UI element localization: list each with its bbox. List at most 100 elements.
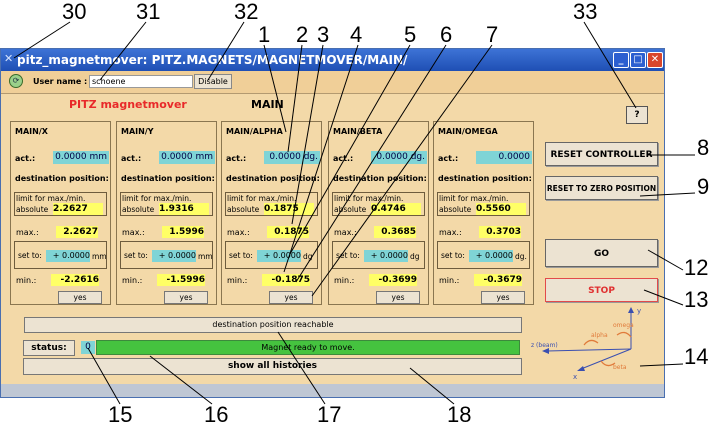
min-label: min.: — [334, 276, 355, 285]
set-to-unit: mm — [198, 252, 213, 261]
panel-title: MAIN/OMEGA — [438, 127, 498, 136]
yes-button[interactable]: yes — [376, 291, 420, 304]
yes-button[interactable]: yes — [481, 291, 525, 304]
axis-label-x: x — [573, 373, 577, 381]
window-title: pitz_magnetmover: PITZ.MAGNETS/MAGNETMOV… — [17, 53, 408, 67]
set-to-input[interactable]: + 0.0000 — [469, 250, 513, 262]
omega-rotation-icon — [616, 331, 632, 338]
user-bar: ⟳ User name : schoene Disable — [1, 71, 664, 94]
close-button[interactable]: ✕ — [647, 52, 663, 68]
absolute-limit-value[interactable]: 1.9316 — [159, 203, 209, 215]
window-bottom-strip — [1, 384, 664, 397]
limit-label: limit for max./min. — [16, 194, 86, 203]
axis-label-alpha: alpha — [591, 332, 608, 339]
callout-30: 30 — [62, 0, 87, 24]
actual-label: act.: — [438, 154, 459, 163]
limit-box: limit for max./min. absolute 2.2627 — [14, 192, 107, 216]
callout-17: 17 — [317, 402, 342, 427]
callout-18: 18 — [447, 402, 472, 427]
min-value: -0.3679 — [474, 274, 522, 286]
min-label: min.: — [439, 276, 460, 285]
limit-label: limit for max./min. — [439, 194, 509, 203]
main-title: MAIN — [251, 98, 284, 111]
set-to-unit: mm — [92, 252, 107, 261]
absolute-limit-value[interactable]: 2.2627 — [53, 203, 103, 215]
destination-reachable-indicator: destination position reachable — [24, 317, 522, 333]
yes-button[interactable]: yes — [164, 291, 208, 304]
absolute-limit-value[interactable]: 0.4746 — [371, 203, 421, 215]
maximize-button[interactable]: □ — [630, 52, 646, 68]
max-label: max.: — [439, 228, 462, 237]
go-button[interactable]: GO — [545, 239, 658, 267]
magnetmover-window: ✕ pitz_magnetmover: PITZ.MAGNETS/MAGNETM… — [0, 48, 665, 398]
actual-value: 0.0000 dg. — [264, 151, 320, 164]
set-to-unit: dg — [303, 252, 313, 261]
yes-button[interactable]: yes — [58, 291, 102, 304]
max-value: 2.2627 — [56, 226, 98, 238]
set-to-input[interactable]: + 0.0000 — [364, 250, 408, 262]
set-to-label: set to: — [229, 251, 253, 260]
reset-zero-button[interactable]: RESET TO ZERO POSITION — [545, 176, 658, 200]
callout-1: 1 — [258, 22, 271, 47]
max-value: 0.3685 — [374, 226, 416, 238]
z-axis-arrow — [542, 348, 549, 354]
max-label: max.: — [334, 228, 357, 237]
show-all-histories-button[interactable]: show all histories — [23, 358, 522, 375]
max-value: 1.5996 — [162, 226, 204, 238]
callout-8: 8 — [697, 135, 710, 160]
axis-label-y: y — [637, 307, 641, 315]
min-label: min.: — [122, 276, 143, 285]
min-value: -0.3699 — [369, 274, 417, 286]
absolute-label: absolute — [227, 205, 260, 214]
refresh-icon[interactable]: ⟳ — [9, 74, 23, 88]
beta-rotation-icon — [600, 360, 616, 367]
destination-label: destination position: — [226, 174, 320, 183]
set-to-input[interactable]: + 0.0000 — [152, 250, 196, 262]
x-icon: ✕ — [4, 52, 14, 65]
absolute-limit-value[interactable]: 0.1875 — [264, 203, 314, 215]
reset-controller-button[interactable]: RESET CONTROLLER — [545, 142, 658, 166]
callout-13: 13 — [684, 287, 709, 312]
callout-12: 12 — [684, 255, 709, 280]
set-to-label: set to: — [124, 251, 148, 260]
max-label: max.: — [227, 228, 250, 237]
minimize-button[interactable]: _ — [613, 52, 629, 68]
help-button[interactable]: ? — [626, 106, 648, 124]
yes-button[interactable]: yes — [269, 291, 313, 304]
set-to-input[interactable]: + 0.0000 — [46, 250, 90, 262]
actual-value: 0.0000 mm — [53, 151, 109, 164]
absolute-limit-value[interactable]: 0.5560 — [476, 203, 526, 215]
destination-label: destination position: — [438, 174, 532, 183]
callout-15: 15 — [108, 402, 133, 427]
callout-31: 31 — [136, 0, 161, 24]
limit-box: limit for max./min. absolute 0.1875 — [225, 192, 318, 216]
actual-value: 0.0000 — [476, 151, 532, 164]
status-label: status: — [23, 340, 75, 356]
axis-diagram: y z (beam) x alpha beta omega — [531, 307, 641, 381]
absolute-label: absolute — [16, 205, 49, 214]
absolute-label: absolute — [439, 205, 472, 214]
min-value: -2.2616 — [51, 274, 99, 286]
user-name-field[interactable]: schoene — [89, 75, 193, 88]
title-bar[interactable]: ✕ pitz_magnetmover: PITZ.MAGNETS/MAGNETM… — [1, 49, 664, 71]
status-message-bar: Magnet ready to move. — [96, 340, 520, 355]
max-label: max.: — [122, 228, 145, 237]
user-name-label: User name : — [33, 77, 88, 86]
limit-label: limit for max./min. — [227, 194, 297, 203]
actual-label: act.: — [121, 154, 142, 163]
set-to-unit: dg — [410, 252, 420, 261]
actual-label: act.: — [226, 154, 247, 163]
limit-box: limit for max./min. absolute 0.5560 — [437, 192, 530, 216]
stop-button[interactable]: STOP — [545, 278, 658, 302]
axis-label-beta: beta — [613, 364, 627, 371]
set-to-unit: dg. — [515, 252, 527, 261]
limit-label: limit for max./min. — [122, 194, 192, 203]
alpha-rotation-icon — [583, 339, 599, 346]
disable-button[interactable]: Disable — [194, 74, 232, 89]
actual-label: act.: — [15, 154, 36, 163]
